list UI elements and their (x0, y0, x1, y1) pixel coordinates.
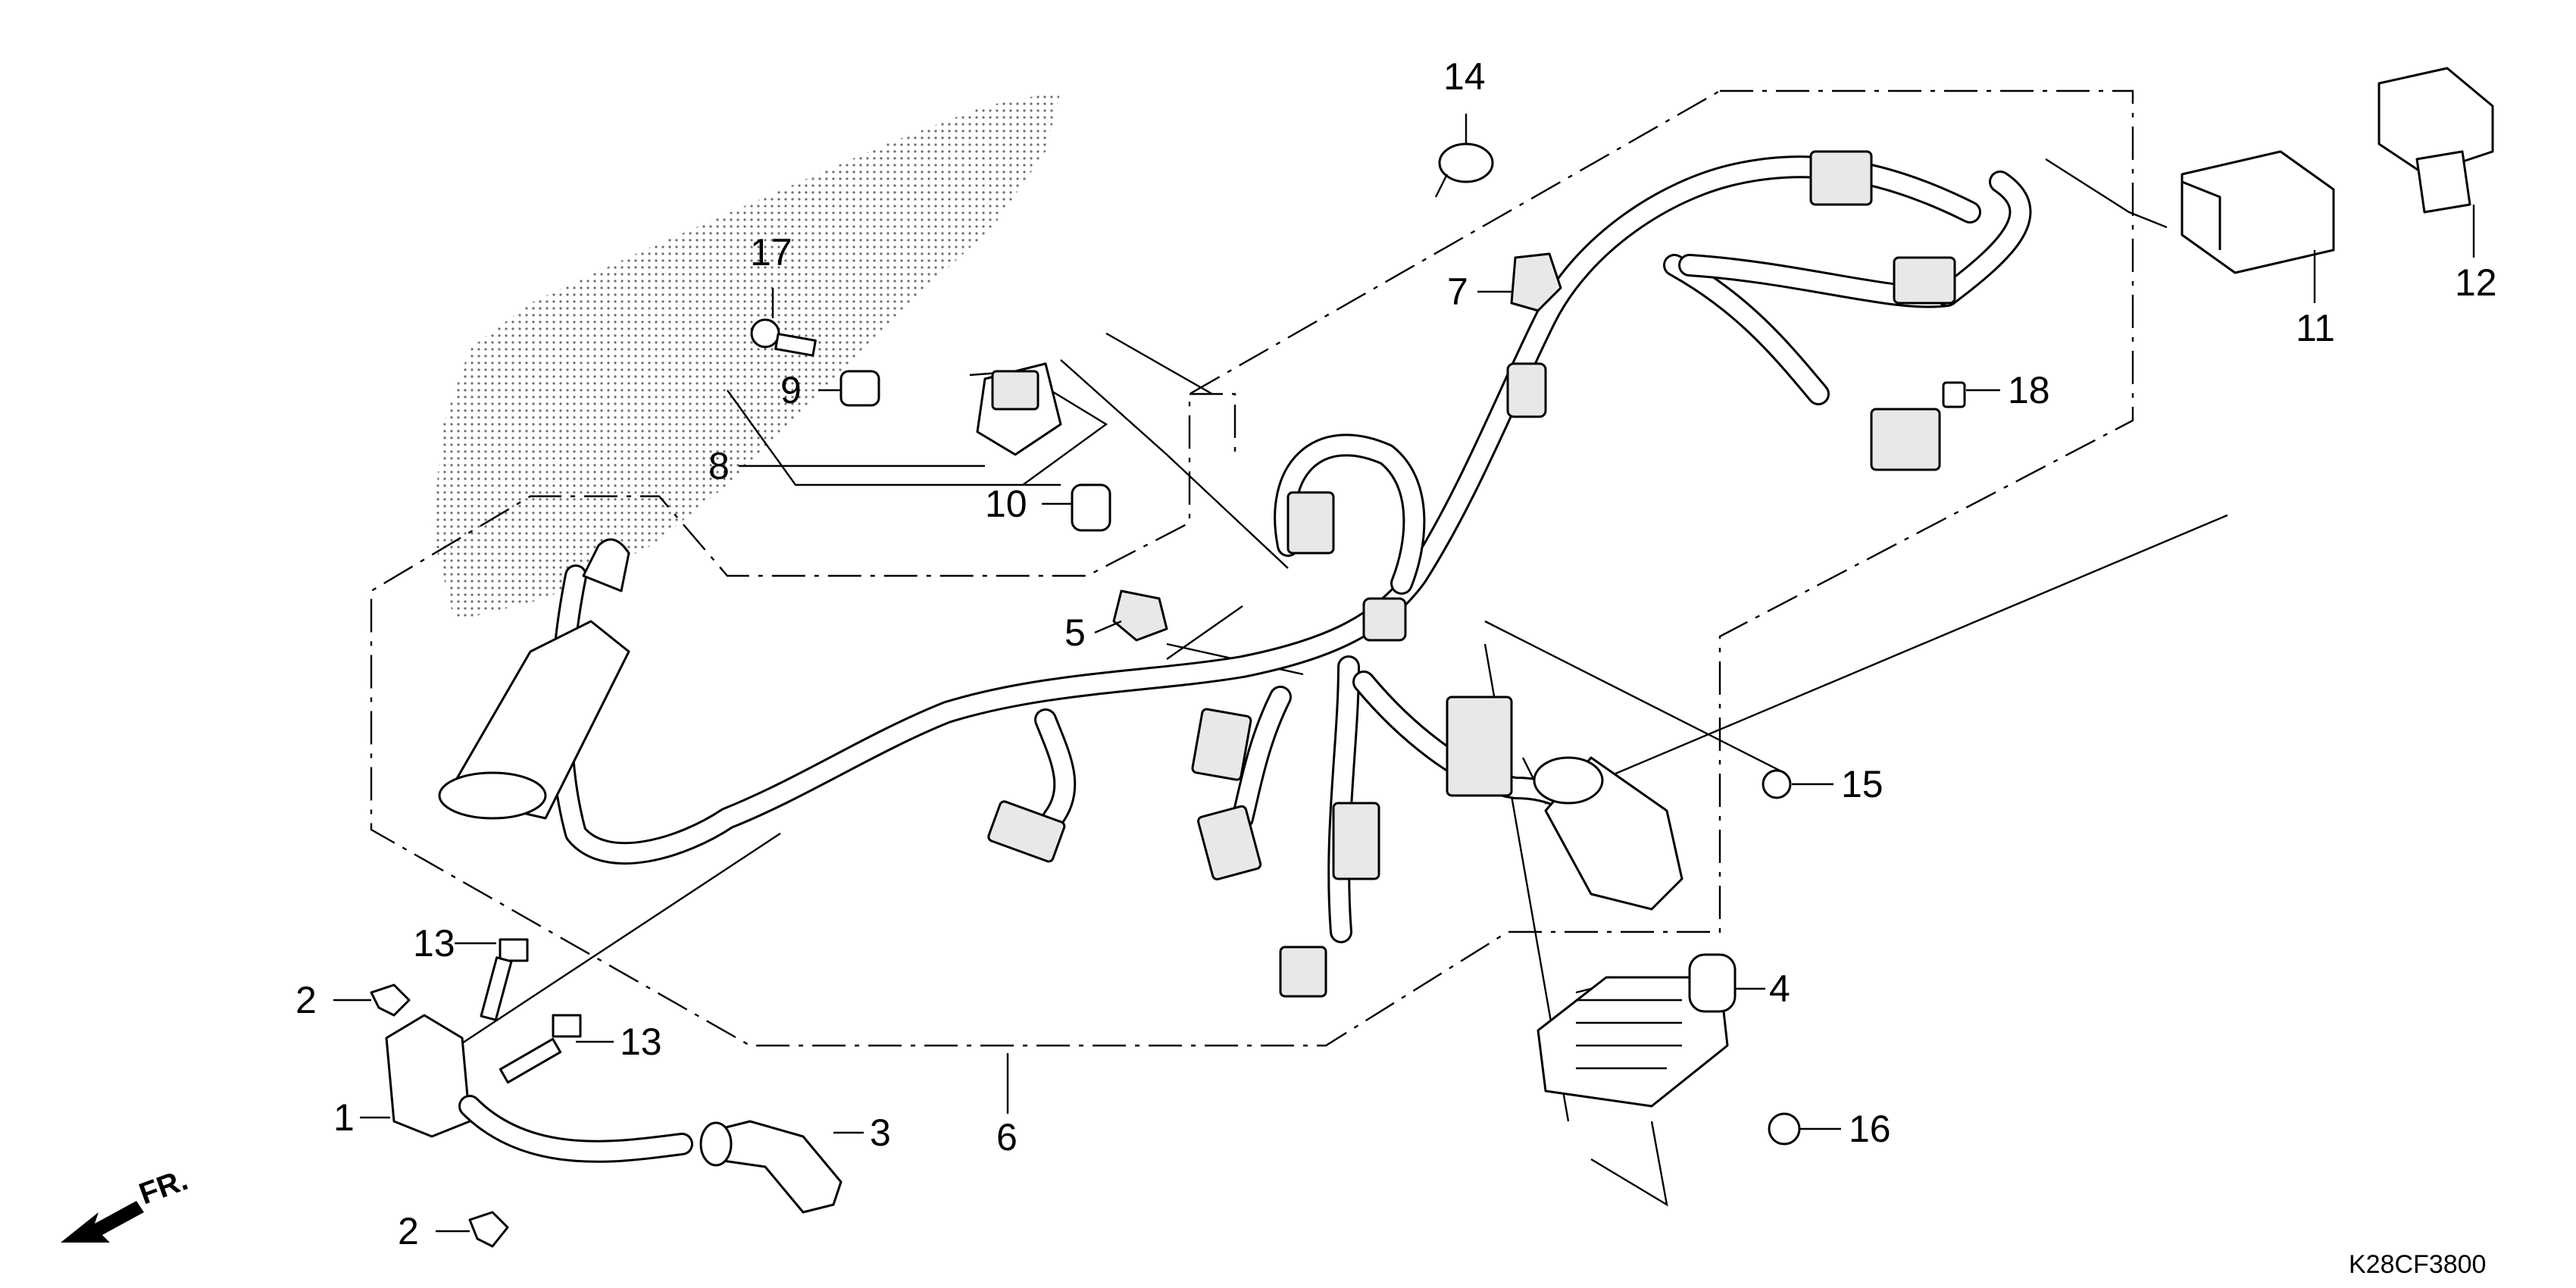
callout-12: 12 (2455, 261, 2497, 304)
callout-15: 15 (1841, 763, 1884, 805)
callout-labels: 1 2 2 3 4 5 6 7 8 9 10 11 12 13 13 14 15… (295, 55, 2497, 1252)
callout-9: 9 (780, 369, 802, 411)
harness-connectors (987, 150, 1956, 998)
clip-18 (1942, 381, 1966, 408)
callout-2a: 2 (295, 979, 317, 1021)
unit-11 (2181, 150, 2335, 274)
bolt-15 (1762, 769, 1792, 799)
callout-3: 3 (870, 1111, 891, 1154)
clip-lower (468, 1211, 509, 1248)
regulator-rectifier (1537, 953, 1737, 1108)
harness-assembly-outline (370, 89, 2134, 1047)
callout-1: 1 (333, 1096, 355, 1139)
relay-8 (976, 362, 1062, 456)
callout-11: 11 (2296, 307, 2335, 349)
callout-13a: 13 (413, 922, 455, 964)
clamp-7 (1510, 252, 1562, 312)
diagram-code: K28CF3800 (2349, 1250, 2486, 1279)
callout-7: 7 (1447, 270, 1468, 313)
clip-14 (1434, 142, 1494, 198)
clip-upper (370, 983, 411, 1017)
frame-shading (432, 91, 1061, 621)
callout-8: 8 (708, 445, 730, 487)
canister-right (1533, 756, 1683, 911)
callout-leaders (333, 114, 2475, 1233)
clamp-5 (1112, 589, 1168, 642)
callout-2b: 2 (398, 1210, 419, 1252)
callout-14: 14 (1443, 55, 1486, 98)
wire-harness (550, 155, 2032, 943)
bolt-13-upper (480, 938, 529, 1021)
grommet-10 (1071, 483, 1111, 532)
cover-12 (2377, 67, 2494, 214)
callout-4: 4 (1769, 968, 1790, 1010)
bolt-17 (750, 318, 817, 357)
collar-9 (839, 370, 880, 407)
callout-13b: 13 (620, 1021, 662, 1063)
callout-17: 17 (750, 231, 792, 274)
callout-6: 6 (996, 1116, 1018, 1158)
callout-5: 5 (1064, 611, 1086, 654)
callout-18: 18 (2008, 369, 2050, 411)
bolt-16 (1768, 1112, 1801, 1146)
callout-10: 10 (985, 483, 1027, 525)
callout-16: 16 (1849, 1108, 1891, 1150)
front-direction-arrow: FR. (61, 1163, 192, 1243)
wire-bracket-left (438, 538, 630, 820)
front-direction-label: FR. (135, 1163, 192, 1211)
sub-assembly-outline (1190, 392, 1236, 455)
spark-plug-cap (699, 1120, 843, 1214)
ignition-coil (385, 1014, 693, 1163)
bolt-13-lower (499, 1014, 582, 1084)
